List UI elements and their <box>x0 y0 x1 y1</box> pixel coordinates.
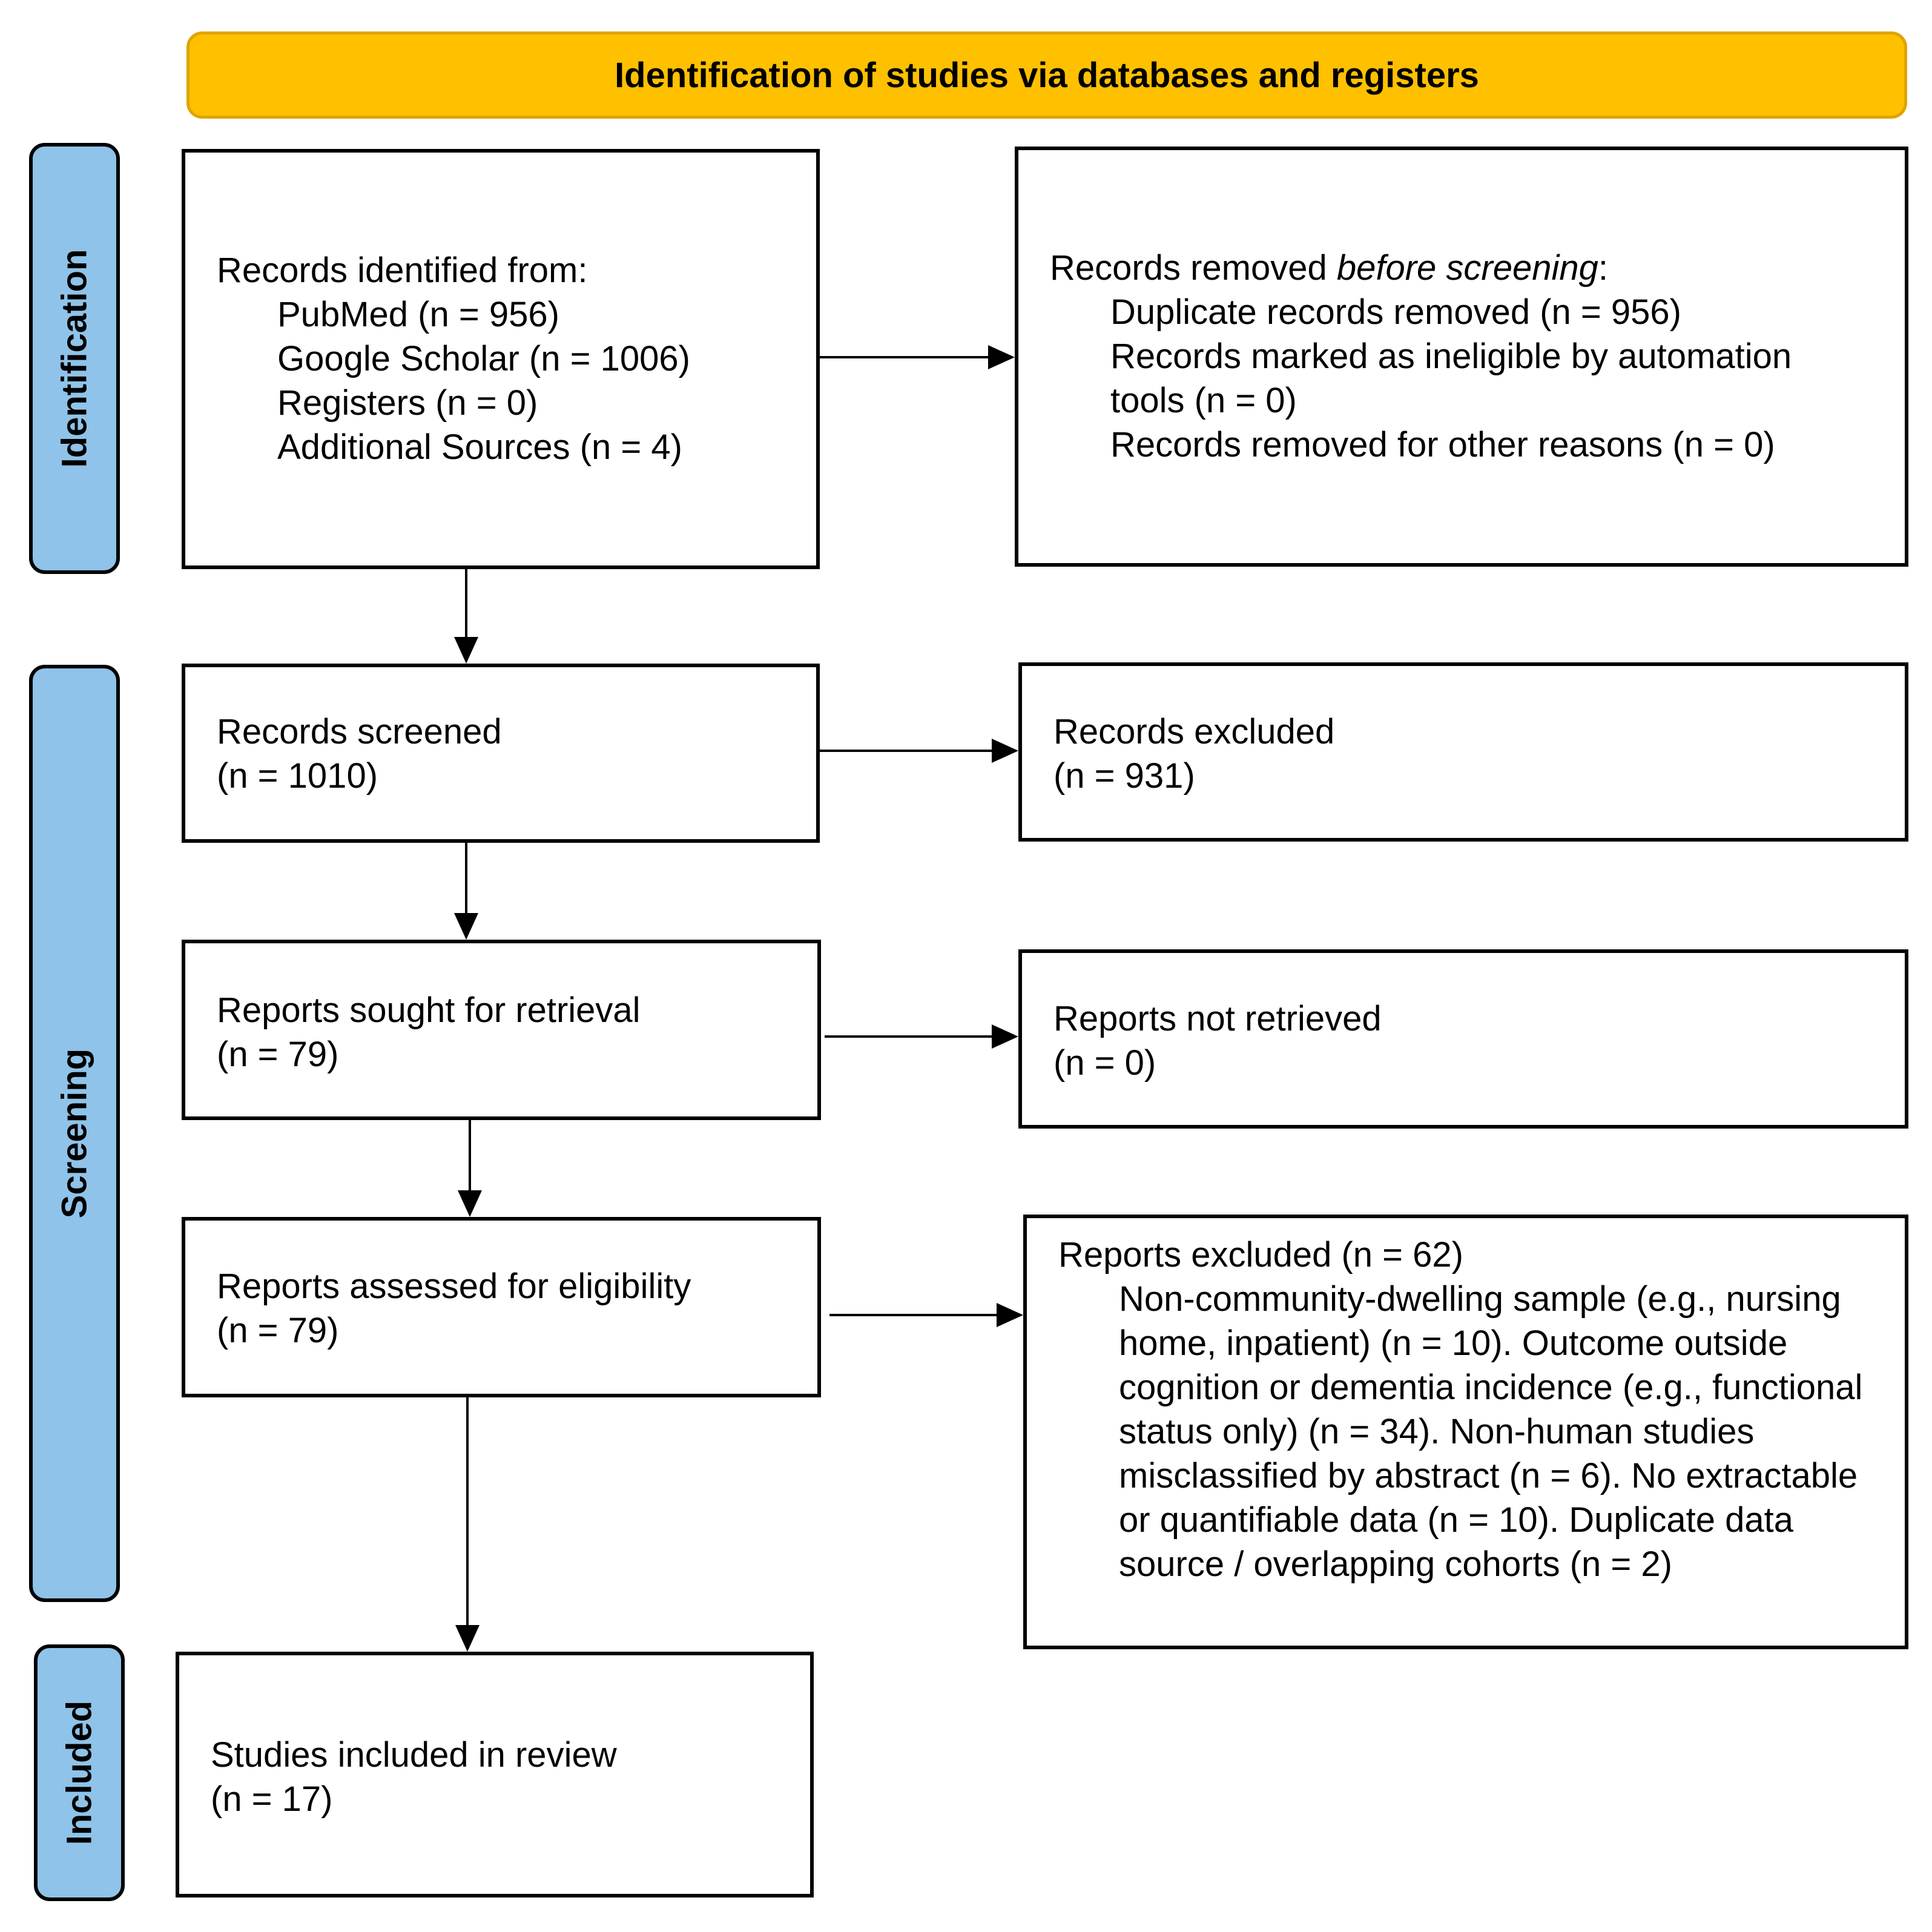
records-identified-text: Records identified from: PubMed (n = 956… <box>217 248 690 469</box>
source-pubmed: PubMed (n = 956) <box>277 295 559 334</box>
reports-assessed-count: (n = 79) <box>217 1311 339 1350</box>
records-screened-count: (n = 1010) <box>217 756 378 796</box>
removed-heading-post: : <box>1598 248 1609 288</box>
source-google-scholar: Google Scholar (n = 1006) <box>277 339 690 378</box>
records-screened-label: Records screened <box>217 712 502 751</box>
removed-automation: Records marked as ineligible by automati… <box>1110 337 1792 376</box>
studies-included-count: (n = 17) <box>211 1779 333 1819</box>
arrowhead-screened-to-sought <box>454 913 478 940</box>
reports-assessed-label: Reports assessed for eligibility <box>217 1267 691 1306</box>
records-screened-box <box>182 664 820 843</box>
source-registers: Registers (n = 0) <box>277 383 538 423</box>
phase-included: Included <box>34 1644 125 1901</box>
records-removed-box <box>1015 147 1908 567</box>
records-excluded-box <box>1018 662 1908 842</box>
removed-other: Records removed for other reasons (n = 0… <box>1110 425 1775 464</box>
phase-identification: Identification <box>29 143 120 574</box>
source-additional: Additional Sources (n = 4) <box>277 427 682 467</box>
reports-sought-label: Reports sought for retrieval <box>217 991 641 1030</box>
reports-not-retrieved-text: Reports not retrieved (n = 0) <box>1053 997 1382 1085</box>
phase-screening: Screening <box>29 665 120 1602</box>
arrowhead-sought-to-not-retrieved <box>992 1024 1018 1049</box>
banner-title: Identification of studies via databases … <box>615 55 1479 95</box>
arrowhead-assessed-to-excluded <box>997 1303 1023 1327</box>
reports-not-retrieved-count: (n = 0) <box>1053 1043 1156 1083</box>
records-excluded-count: (n = 931) <box>1053 756 1195 796</box>
studies-included-label: Studies included in review <box>211 1735 617 1775</box>
arrowhead-assessed-to-included <box>455 1625 480 1652</box>
arrowhead-identified-to-screened <box>454 637 478 664</box>
records-excluded-label: Records excluded <box>1053 712 1335 751</box>
removed-heading-em: before screening <box>1336 248 1598 288</box>
records-excluded-text: Records excluded (n = 931) <box>1053 710 1334 798</box>
reports-sought-box <box>182 940 821 1120</box>
arrowhead-identified-to-removed <box>988 345 1015 369</box>
reports-sought-text: Reports sought for retrieval (n = 79) <box>217 988 641 1076</box>
reports-assessed-box <box>182 1217 821 1397</box>
removed-duplicates: Duplicate records removed (n = 956) <box>1110 292 1681 332</box>
arrowhead-sought-to-assessed <box>458 1190 482 1217</box>
studies-included-text: Studies included in review (n = 17) <box>211 1733 617 1821</box>
records-identified-heading: Records identified from: <box>217 251 588 290</box>
reports-not-retrieved-box <box>1018 949 1908 1129</box>
identification-banner: Identification of studies via databases … <box>186 31 1907 119</box>
arrowhead-screened-to-excluded <box>992 739 1018 763</box>
removed-heading-pre: Records removed <box>1050 248 1337 288</box>
reports-excluded-text: Reports excluded (n = 62) Non-community-… <box>1058 1233 1888 1586</box>
reports-assessed-text: Reports assessed for eligibility (n = 79… <box>217 1264 691 1353</box>
records-removed-heading: Records removed before screening: <box>1050 246 1792 290</box>
records-removed-text: Records removed before screening: Duplic… <box>1050 246 1792 467</box>
removed-automation-cont: tools (n = 0) <box>1110 381 1297 420</box>
records-screened-text: Records screened (n = 1010) <box>217 710 502 798</box>
records-identified-box <box>182 149 820 569</box>
reports-not-retrieved-label: Reports not retrieved <box>1053 999 1382 1038</box>
reports-sought-count: (n = 79) <box>217 1035 339 1074</box>
studies-included-box <box>176 1652 814 1897</box>
reports-excluded-heading: Reports excluded (n = 62) <box>1058 1235 1463 1274</box>
reports-excluded-box <box>1023 1215 1908 1649</box>
reports-excluded-detail: Non-community-dwelling sample (e.g., nur… <box>1119 1279 1863 1584</box>
